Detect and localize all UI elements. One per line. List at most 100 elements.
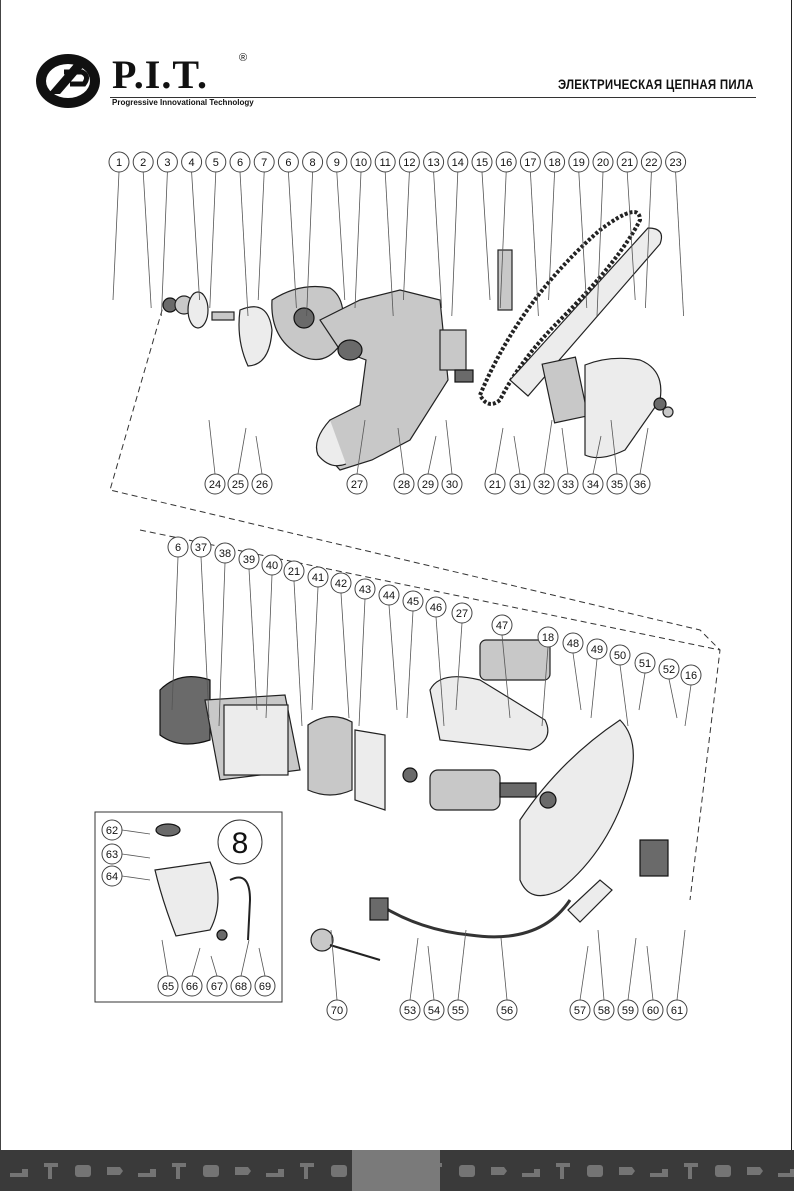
leader-line <box>265 574 273 719</box>
leader-line <box>572 652 582 711</box>
part-callout: 7 <box>253 151 275 301</box>
leader-line <box>406 610 414 719</box>
page-footer <box>0 1150 794 1191</box>
callout-number: 1 <box>116 157 122 169</box>
callout-number: 6 <box>237 157 243 169</box>
leader-line <box>191 171 200 301</box>
callout-circle <box>393 473 415 495</box>
leader-line <box>255 435 263 475</box>
leader-line <box>481 171 491 301</box>
leader-line <box>306 171 313 317</box>
leader-line <box>675 171 684 317</box>
leader-line <box>499 171 507 309</box>
part-callout: 17 <box>519 151 541 317</box>
callout-circle <box>167 536 189 558</box>
leader-line <box>218 562 226 727</box>
leader-line <box>209 171 217 309</box>
part-callout: 70 <box>326 929 348 1021</box>
callout-circle <box>326 151 348 173</box>
callout-circle <box>568 151 590 173</box>
callout-circle <box>642 999 664 1021</box>
leader-line <box>433 171 442 309</box>
callout-circle <box>330 572 352 594</box>
leader-line <box>494 427 504 475</box>
document-title: ЭЛЕКТРИЧЕСКАЯ ЦЕПНАЯ ПИЛА <box>558 76 754 92</box>
part-callout: 55 <box>447 929 469 1021</box>
callout-number: 22 <box>645 157 657 169</box>
leader-line <box>142 171 152 309</box>
callout-number: 58 <box>598 1005 610 1017</box>
callout-circle <box>557 473 579 495</box>
callout-circle <box>634 652 656 674</box>
part-callout: 65 <box>157 939 179 997</box>
registered-mark: ® <box>239 52 248 64</box>
callout-number: 50 <box>614 650 626 662</box>
callout-circle <box>251 473 273 495</box>
leader-line <box>668 678 678 719</box>
part-callout: 8 <box>302 151 324 317</box>
part-callout: 33 <box>557 427 579 495</box>
part-callout: 49 <box>586 638 608 719</box>
callout-circle <box>238 548 260 570</box>
callout-circle <box>441 473 463 495</box>
callout-number: 16 <box>685 670 697 682</box>
callout-circle <box>277 151 299 173</box>
callout-number: 27 <box>456 608 468 620</box>
part-callout: 54 <box>423 945 445 1021</box>
part-callout: 11 <box>374 151 396 317</box>
callout-circle <box>354 578 376 600</box>
leader-line <box>597 929 605 1001</box>
part-callout: 34 <box>582 435 604 495</box>
callout-number: 2 <box>140 157 146 169</box>
callout-number: 23 <box>669 157 681 169</box>
part-callout: 28 <box>393 427 415 495</box>
part-callout: 16 <box>680 664 702 727</box>
part-callout: 3 <box>156 151 178 317</box>
callout-number: 18 <box>548 157 560 169</box>
callout-circle <box>350 151 372 173</box>
callout-circle <box>108 151 130 173</box>
part-callout: 62 <box>101 819 151 841</box>
callout-number: 12 <box>403 157 415 169</box>
part-callout: 52 <box>658 658 680 719</box>
part-callout: 27 <box>451 602 473 711</box>
callout-circle <box>451 602 473 624</box>
part-callout: 21 <box>283 560 305 727</box>
part-callout: 61 <box>666 929 688 1021</box>
header-divider <box>110 97 756 98</box>
leader-line <box>513 435 521 475</box>
callout-number: 39 <box>243 554 255 566</box>
callout-circle <box>586 638 608 660</box>
callout-circle <box>398 151 420 173</box>
leader-line <box>451 171 459 317</box>
callout-number: 10 <box>355 157 367 169</box>
part-callout: 48 <box>562 632 584 711</box>
assembly-outline-lower <box>139 529 721 901</box>
power-tool-icon <box>522 1169 540 1177</box>
leader-line <box>121 875 151 881</box>
leader-line <box>501 634 511 719</box>
callout-circle <box>447 999 469 1021</box>
part-callout: 59 <box>617 937 639 1021</box>
part-callout: 24 <box>204 419 226 495</box>
leader-line <box>311 586 319 711</box>
callout-circle <box>491 614 513 636</box>
leader-line <box>579 945 589 1001</box>
part-callout: 16 <box>495 151 517 309</box>
part-callout: 42 <box>330 572 352 719</box>
part-callout: 58 <box>593 929 615 1021</box>
callout-circle <box>606 473 628 495</box>
leader-line <box>639 427 649 475</box>
inset-parts <box>154 823 252 941</box>
callout-circle <box>680 664 702 686</box>
callout-number: 6 <box>175 542 181 554</box>
leader-line <box>171 556 179 711</box>
pit-logo-icon <box>36 54 100 108</box>
power-tool-icon <box>235 1167 251 1175</box>
callout-number: 42 <box>335 578 347 590</box>
leader-line <box>257 171 265 301</box>
callout-number: 15 <box>476 157 488 169</box>
inset-circle <box>217 819 263 865</box>
callout-circle <box>609 644 631 666</box>
